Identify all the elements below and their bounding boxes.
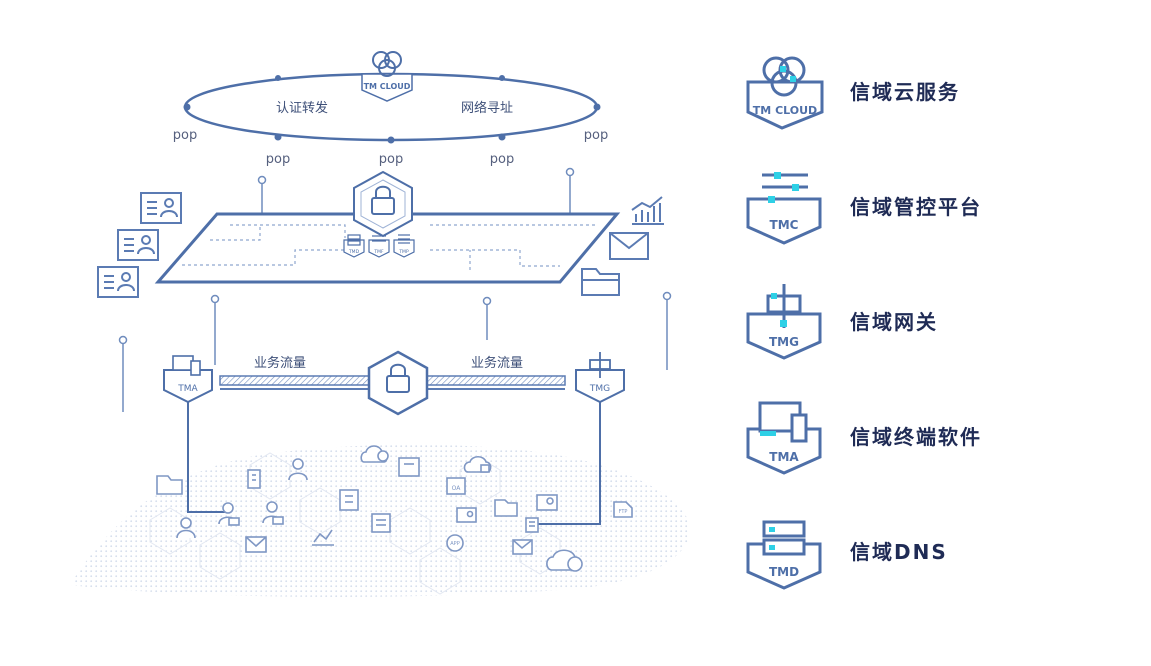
phone-icon (190, 360, 201, 376)
cloud-service-icon: TM CLOUD (746, 56, 824, 130)
id-card-icons (97, 192, 182, 298)
id-card-icon (97, 266, 139, 298)
app-icon (446, 534, 464, 552)
dns-icon: TMD (746, 520, 822, 590)
signal-pins (118, 167, 672, 412)
oa-badge-label: OA (452, 485, 462, 492)
tma-node: TMA (163, 355, 213, 404)
legend-item-tmg: TMG 信域网关 (738, 278, 1118, 368)
mini-badge-label: TMD (348, 249, 360, 255)
mail-icon (609, 232, 649, 260)
platform-mini-badges: TMD TMF TMP (343, 234, 415, 258)
lock-icon (386, 375, 410, 393)
tmg-node-label: TMG (589, 384, 610, 394)
id-card-icon (140, 192, 182, 224)
cloud-badge-label: TM CLOUD (364, 82, 411, 91)
building-icon (398, 457, 420, 477)
server-rack-icon (525, 517, 539, 533)
legend-code: TM CLOUD (753, 104, 817, 117)
user-laptop-icon (218, 502, 240, 526)
document-icon (371, 513, 391, 533)
user-icon (288, 458, 308, 481)
mail-icon (512, 539, 533, 555)
id-card-icon (456, 507, 477, 523)
ring-label-auth: 认证转发 (276, 100, 328, 116)
cloud-globe-icon (360, 445, 389, 463)
mini-badge-label: TMP (398, 249, 409, 255)
legend-code: TMD (769, 565, 799, 579)
traffic-label-right: 业务流量 (471, 355, 523, 371)
platform-lock-shield (353, 170, 413, 238)
right-side-icons (581, 196, 664, 296)
traffic-lock-shield (367, 350, 429, 416)
mini-badge-label: TMF (373, 249, 384, 255)
legend-item-tma: TMA 信域终端软件 (738, 393, 1118, 483)
legend-label: 信域DNS (850, 540, 948, 564)
folder-icon (494, 499, 518, 517)
legend-item-tmc: TMC 信域管控平台 (738, 163, 1118, 253)
building-icon (247, 469, 261, 489)
network-icons (156, 445, 633, 572)
cloud-lock-icon (463, 455, 492, 473)
pop-label: pop (173, 128, 197, 143)
mail-icon (245, 536, 267, 553)
tma-node-label: TMA (177, 384, 198, 394)
pop-label: pop (584, 128, 608, 143)
tmg-node: TMG (575, 352, 625, 404)
cloud-globe-icon (546, 549, 583, 572)
pop-label: pop (379, 152, 403, 167)
legend-item-tmd: TMD 信域DNS (738, 508, 1118, 598)
cloud-swirl-icon (372, 51, 402, 77)
bar-chart-icon (631, 196, 664, 225)
folder-icon (156, 475, 183, 495)
app-badge-label: APP (450, 541, 459, 547)
pop-label: pop (490, 152, 514, 167)
oa-icon (446, 477, 466, 495)
chart-icon (312, 529, 334, 546)
id-card-icon (536, 494, 558, 511)
id-card-icon (117, 229, 159, 261)
ring-label-addressing: 网络寻址 (461, 100, 513, 116)
pop-label: pop (266, 152, 290, 167)
legend-label: 信域网关 (850, 310, 938, 334)
ftp-badge-label: FTP (619, 509, 628, 515)
user-laptop-icon (262, 501, 284, 525)
architecture-diagram: TM CLOUD 认证转发 网络寻址 pop pop pop pop pop (70, 51, 690, 597)
legend-code: TMC (770, 218, 799, 232)
gateway-icon: TMG (746, 284, 822, 360)
user-icon (176, 517, 196, 539)
traffic-label-left: 业务流量 (254, 355, 306, 371)
control-platform-icon: TMC (746, 172, 822, 245)
cloud-badge: TM CLOUD (361, 51, 413, 102)
network-links (187, 402, 601, 525)
building-icon (339, 489, 359, 511)
legend-label: 信域终端软件 (850, 425, 982, 449)
ftp-icon (613, 501, 633, 518)
legend-label: 信域管控平台 (850, 195, 982, 219)
lock-icon (371, 185, 395, 215)
folder-icon (581, 268, 620, 296)
terminal-software-icon: TMA (746, 401, 822, 475)
legend-item-cloud: TM CLOUD 信域云服务 (738, 48, 1118, 138)
monitor-icon (172, 355, 194, 371)
legend-code: TMG (769, 335, 799, 349)
legend-code: TMA (769, 450, 799, 464)
gateway-icon (589, 352, 611, 378)
legend-label: 信域云服务 (850, 80, 960, 104)
